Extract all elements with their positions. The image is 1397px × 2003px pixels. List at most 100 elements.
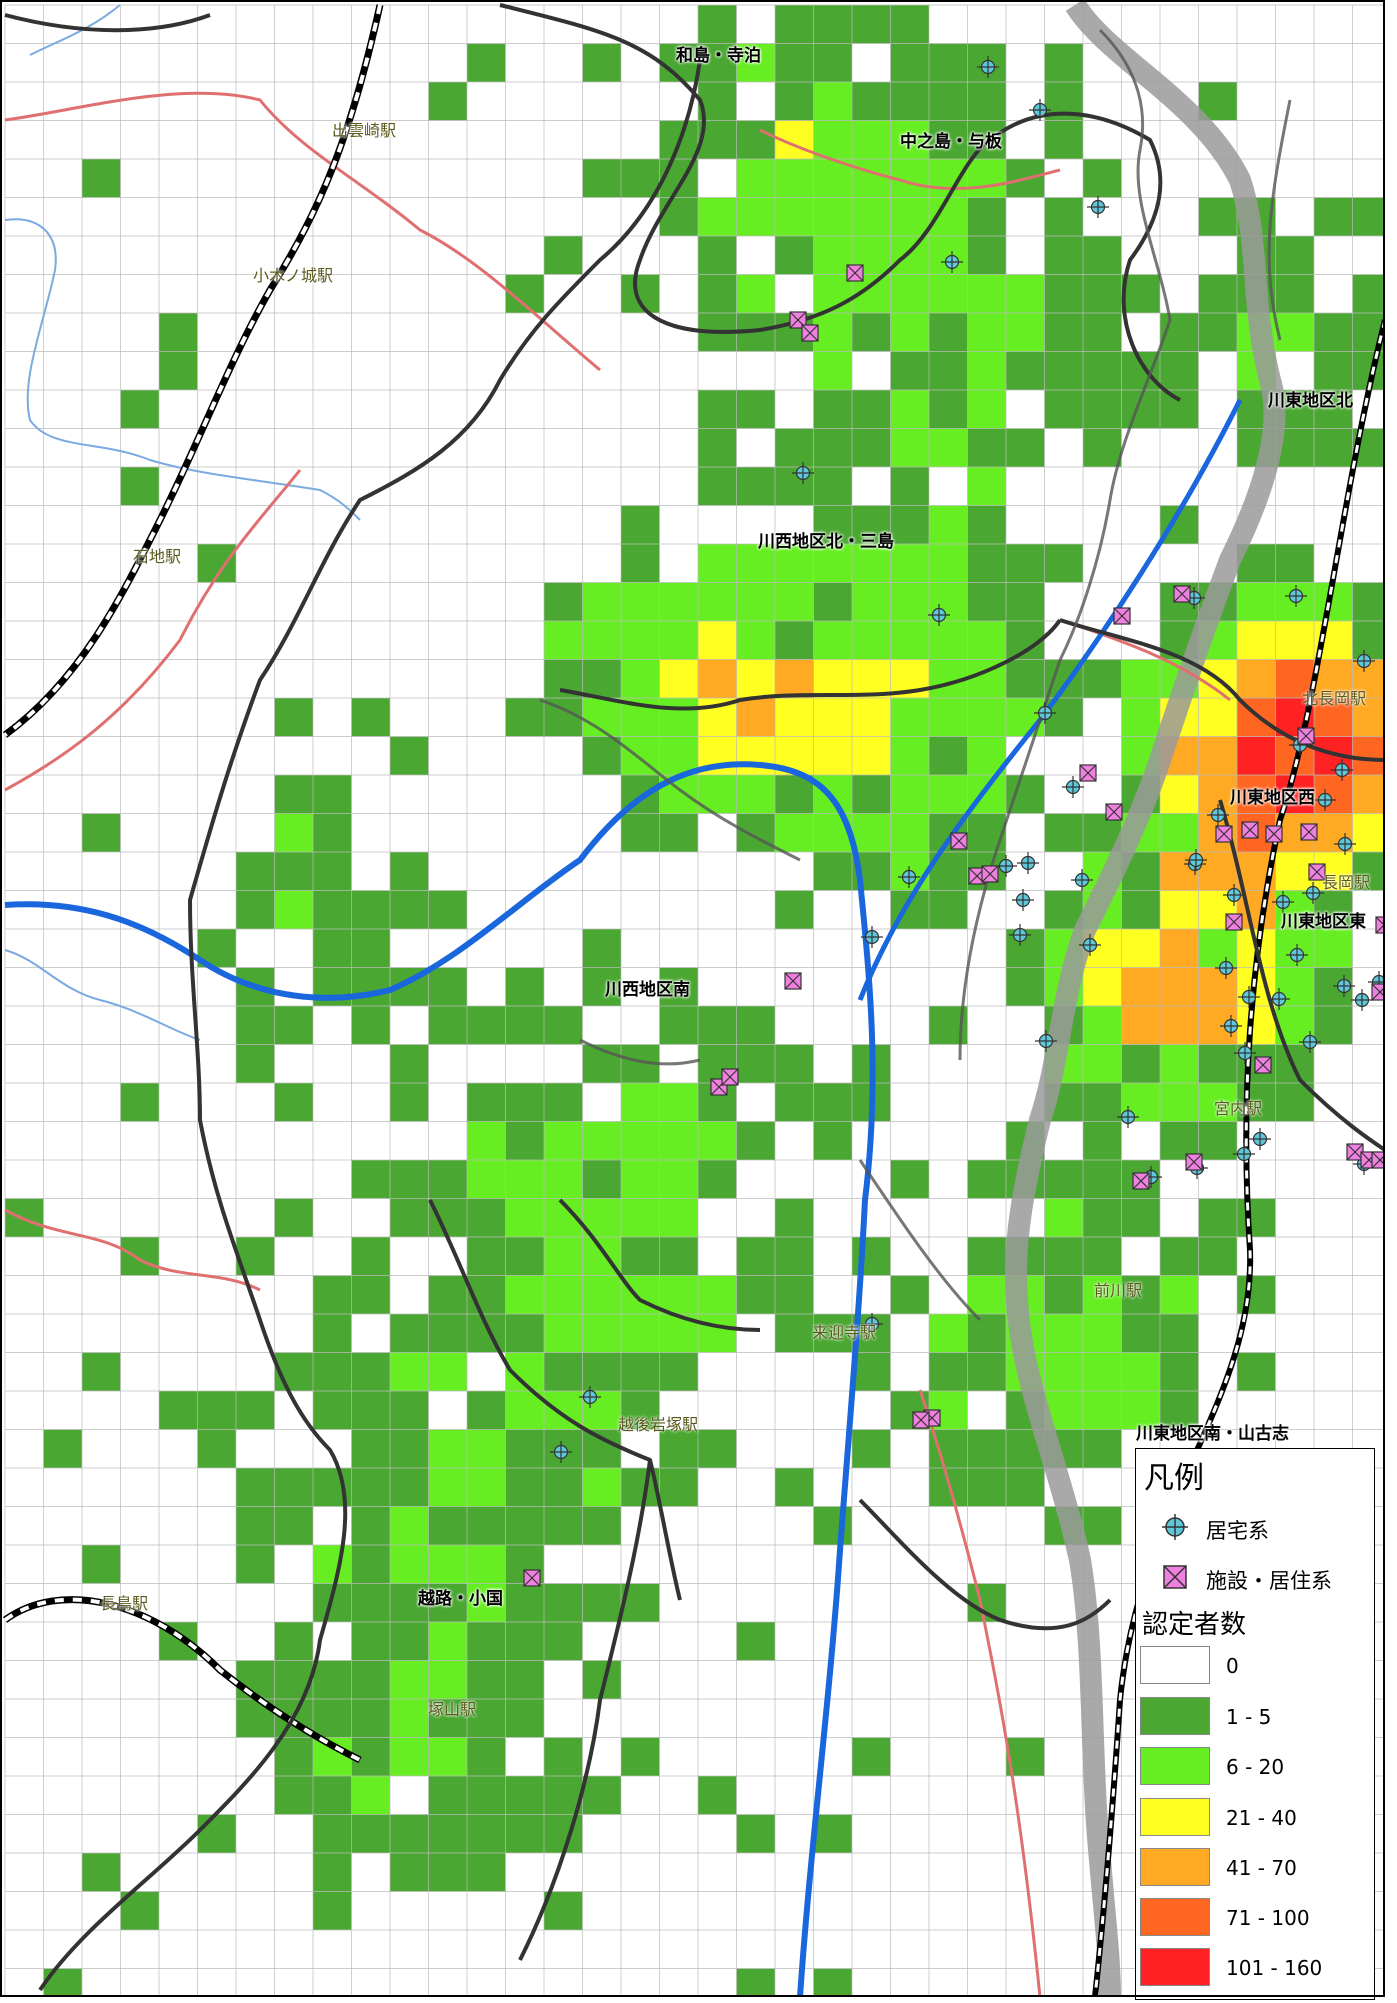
home-care-marker-icon[interactable] bbox=[1207, 804, 1229, 826]
home-care-marker-icon[interactable] bbox=[1029, 99, 1051, 121]
home-care-marker-icon[interactable] bbox=[898, 866, 920, 888]
facility-marker-icon[interactable] bbox=[1185, 1153, 1203, 1171]
home-care-marker-icon[interactable] bbox=[1268, 988, 1290, 1010]
home-care-marker-icon[interactable] bbox=[1333, 975, 1355, 997]
grid-cell bbox=[813, 120, 852, 159]
grid-cell bbox=[1314, 1121, 1353, 1160]
home-care-marker-icon[interactable] bbox=[792, 462, 814, 484]
facility-marker-icon[interactable] bbox=[1113, 607, 1131, 625]
home-care-marker-icon[interactable] bbox=[1285, 585, 1307, 607]
home-care-marker-icon[interactable] bbox=[579, 1386, 601, 1408]
home-care-marker-icon[interactable] bbox=[1314, 789, 1336, 811]
facility-marker-icon[interactable] bbox=[1371, 983, 1385, 1001]
facility-marker-icon[interactable] bbox=[1225, 913, 1243, 931]
home-care-marker-icon[interactable] bbox=[1331, 759, 1353, 781]
facility-marker-icon[interactable] bbox=[1132, 1172, 1150, 1190]
facility-marker-icon[interactable] bbox=[981, 865, 999, 883]
facility-marker-icon[interactable] bbox=[523, 1569, 541, 1587]
grid-cell bbox=[82, 1237, 121, 1276]
facility-marker-icon[interactable] bbox=[1297, 727, 1315, 745]
home-care-marker-icon[interactable] bbox=[977, 56, 999, 78]
grid-cell bbox=[813, 1506, 852, 1545]
grid-cell bbox=[197, 1468, 236, 1507]
home-care-marker-icon[interactable] bbox=[861, 1313, 883, 1335]
facility-marker-icon[interactable] bbox=[1300, 823, 1318, 841]
facility-marker-icon[interactable] bbox=[1215, 825, 1233, 843]
grid-cell bbox=[621, 1660, 660, 1699]
home-care-marker-icon[interactable] bbox=[1062, 776, 1084, 798]
facility-marker-icon[interactable] bbox=[1241, 821, 1259, 839]
home-care-marker-icon[interactable] bbox=[1220, 1015, 1242, 1037]
grid-cell bbox=[428, 1429, 467, 1468]
facility-marker-icon[interactable] bbox=[1254, 1056, 1272, 1074]
grid-cell bbox=[351, 813, 390, 852]
home-care-marker-icon[interactable] bbox=[1035, 1030, 1057, 1052]
grid-cell bbox=[467, 467, 506, 506]
grid-cell bbox=[736, 1237, 775, 1276]
home-care-marker-icon[interactable] bbox=[1334, 833, 1356, 855]
facility-marker-icon[interactable] bbox=[1079, 764, 1097, 782]
home-care-marker-icon[interactable] bbox=[1117, 1106, 1139, 1128]
home-care-marker-icon[interactable] bbox=[1017, 852, 1039, 874]
home-care-marker-icon[interactable] bbox=[1249, 1128, 1271, 1150]
grid-cell bbox=[197, 5, 236, 44]
home-care-marker-icon[interactable] bbox=[941, 251, 963, 273]
facility-marker-icon[interactable] bbox=[912, 1411, 930, 1429]
home-care-marker-icon[interactable] bbox=[1299, 1031, 1321, 1053]
facility-marker-icon[interactable] bbox=[1346, 1143, 1364, 1161]
facility-marker-icon[interactable] bbox=[846, 264, 864, 282]
home-care-marker-icon[interactable] bbox=[1009, 924, 1031, 946]
grid-cell bbox=[390, 1660, 429, 1699]
home-care-marker-icon[interactable] bbox=[1351, 989, 1373, 1011]
home-care-marker-icon[interactable] bbox=[995, 855, 1017, 877]
facility-marker-icon[interactable] bbox=[1375, 916, 1385, 934]
facility-marker-icon[interactable] bbox=[721, 1068, 739, 1086]
grid-cell bbox=[313, 1314, 352, 1353]
grid-cell bbox=[1275, 274, 1314, 313]
home-care-marker-icon[interactable] bbox=[1234, 1042, 1256, 1064]
grid-cell bbox=[967, 82, 1006, 121]
grid-cell bbox=[197, 1853, 236, 1892]
home-care-marker-icon[interactable] bbox=[1215, 957, 1237, 979]
home-care-marker-icon[interactable] bbox=[1087, 196, 1109, 218]
home-care-marker-icon[interactable] bbox=[1012, 889, 1034, 911]
grid-cell bbox=[82, 544, 121, 583]
facility-marker-icon[interactable] bbox=[1105, 803, 1123, 821]
home-care-marker-icon[interactable] bbox=[1071, 869, 1093, 891]
home-care-marker-icon[interactable] bbox=[550, 1441, 572, 1463]
home-care-marker-icon[interactable] bbox=[1353, 650, 1375, 672]
home-care-marker-icon[interactable] bbox=[1238, 986, 1260, 1008]
grid-cell bbox=[159, 390, 198, 429]
grid-cell bbox=[390, 505, 429, 544]
grid-cell bbox=[582, 1776, 621, 1815]
home-care-marker-icon[interactable] bbox=[1079, 934, 1101, 956]
facility-marker-icon[interactable] bbox=[1308, 863, 1326, 881]
region-label-koshiji: 越路・小国 bbox=[418, 1589, 503, 1609]
home-care-marker-icon[interactable] bbox=[1272, 891, 1294, 913]
grid-cell bbox=[5, 1660, 44, 1699]
facility-marker-icon[interactable] bbox=[801, 324, 819, 342]
facility-marker-icon[interactable] bbox=[1265, 825, 1283, 843]
grid-cell bbox=[43, 428, 82, 467]
grid-cell bbox=[582, 1352, 621, 1391]
facility-marker-icon[interactable] bbox=[1173, 585, 1191, 603]
legend-class-label: 71 - 100 bbox=[1226, 1906, 1310, 1930]
grid-cell bbox=[197, 428, 236, 467]
home-care-marker-icon[interactable] bbox=[1185, 849, 1207, 871]
facility-marker-icon[interactable] bbox=[1371, 1151, 1385, 1169]
grid-cell bbox=[621, 1121, 660, 1160]
home-care-marker-icon[interactable] bbox=[1223, 884, 1245, 906]
grid-cell bbox=[775, 1198, 814, 1237]
facility-marker-icon[interactable] bbox=[784, 972, 802, 990]
home-care-marker-icon[interactable] bbox=[928, 604, 950, 626]
home-care-marker-icon[interactable] bbox=[1302, 882, 1324, 904]
grid-cell bbox=[1044, 351, 1083, 390]
facility-marker-icon[interactable] bbox=[950, 832, 968, 850]
home-care-marker-icon[interactable] bbox=[861, 926, 883, 948]
grid-cell bbox=[544, 197, 583, 236]
home-care-marker-icon[interactable] bbox=[1233, 1143, 1255, 1165]
home-care-marker-icon[interactable] bbox=[1034, 702, 1056, 724]
home-care-marker-icon[interactable] bbox=[1286, 944, 1308, 966]
